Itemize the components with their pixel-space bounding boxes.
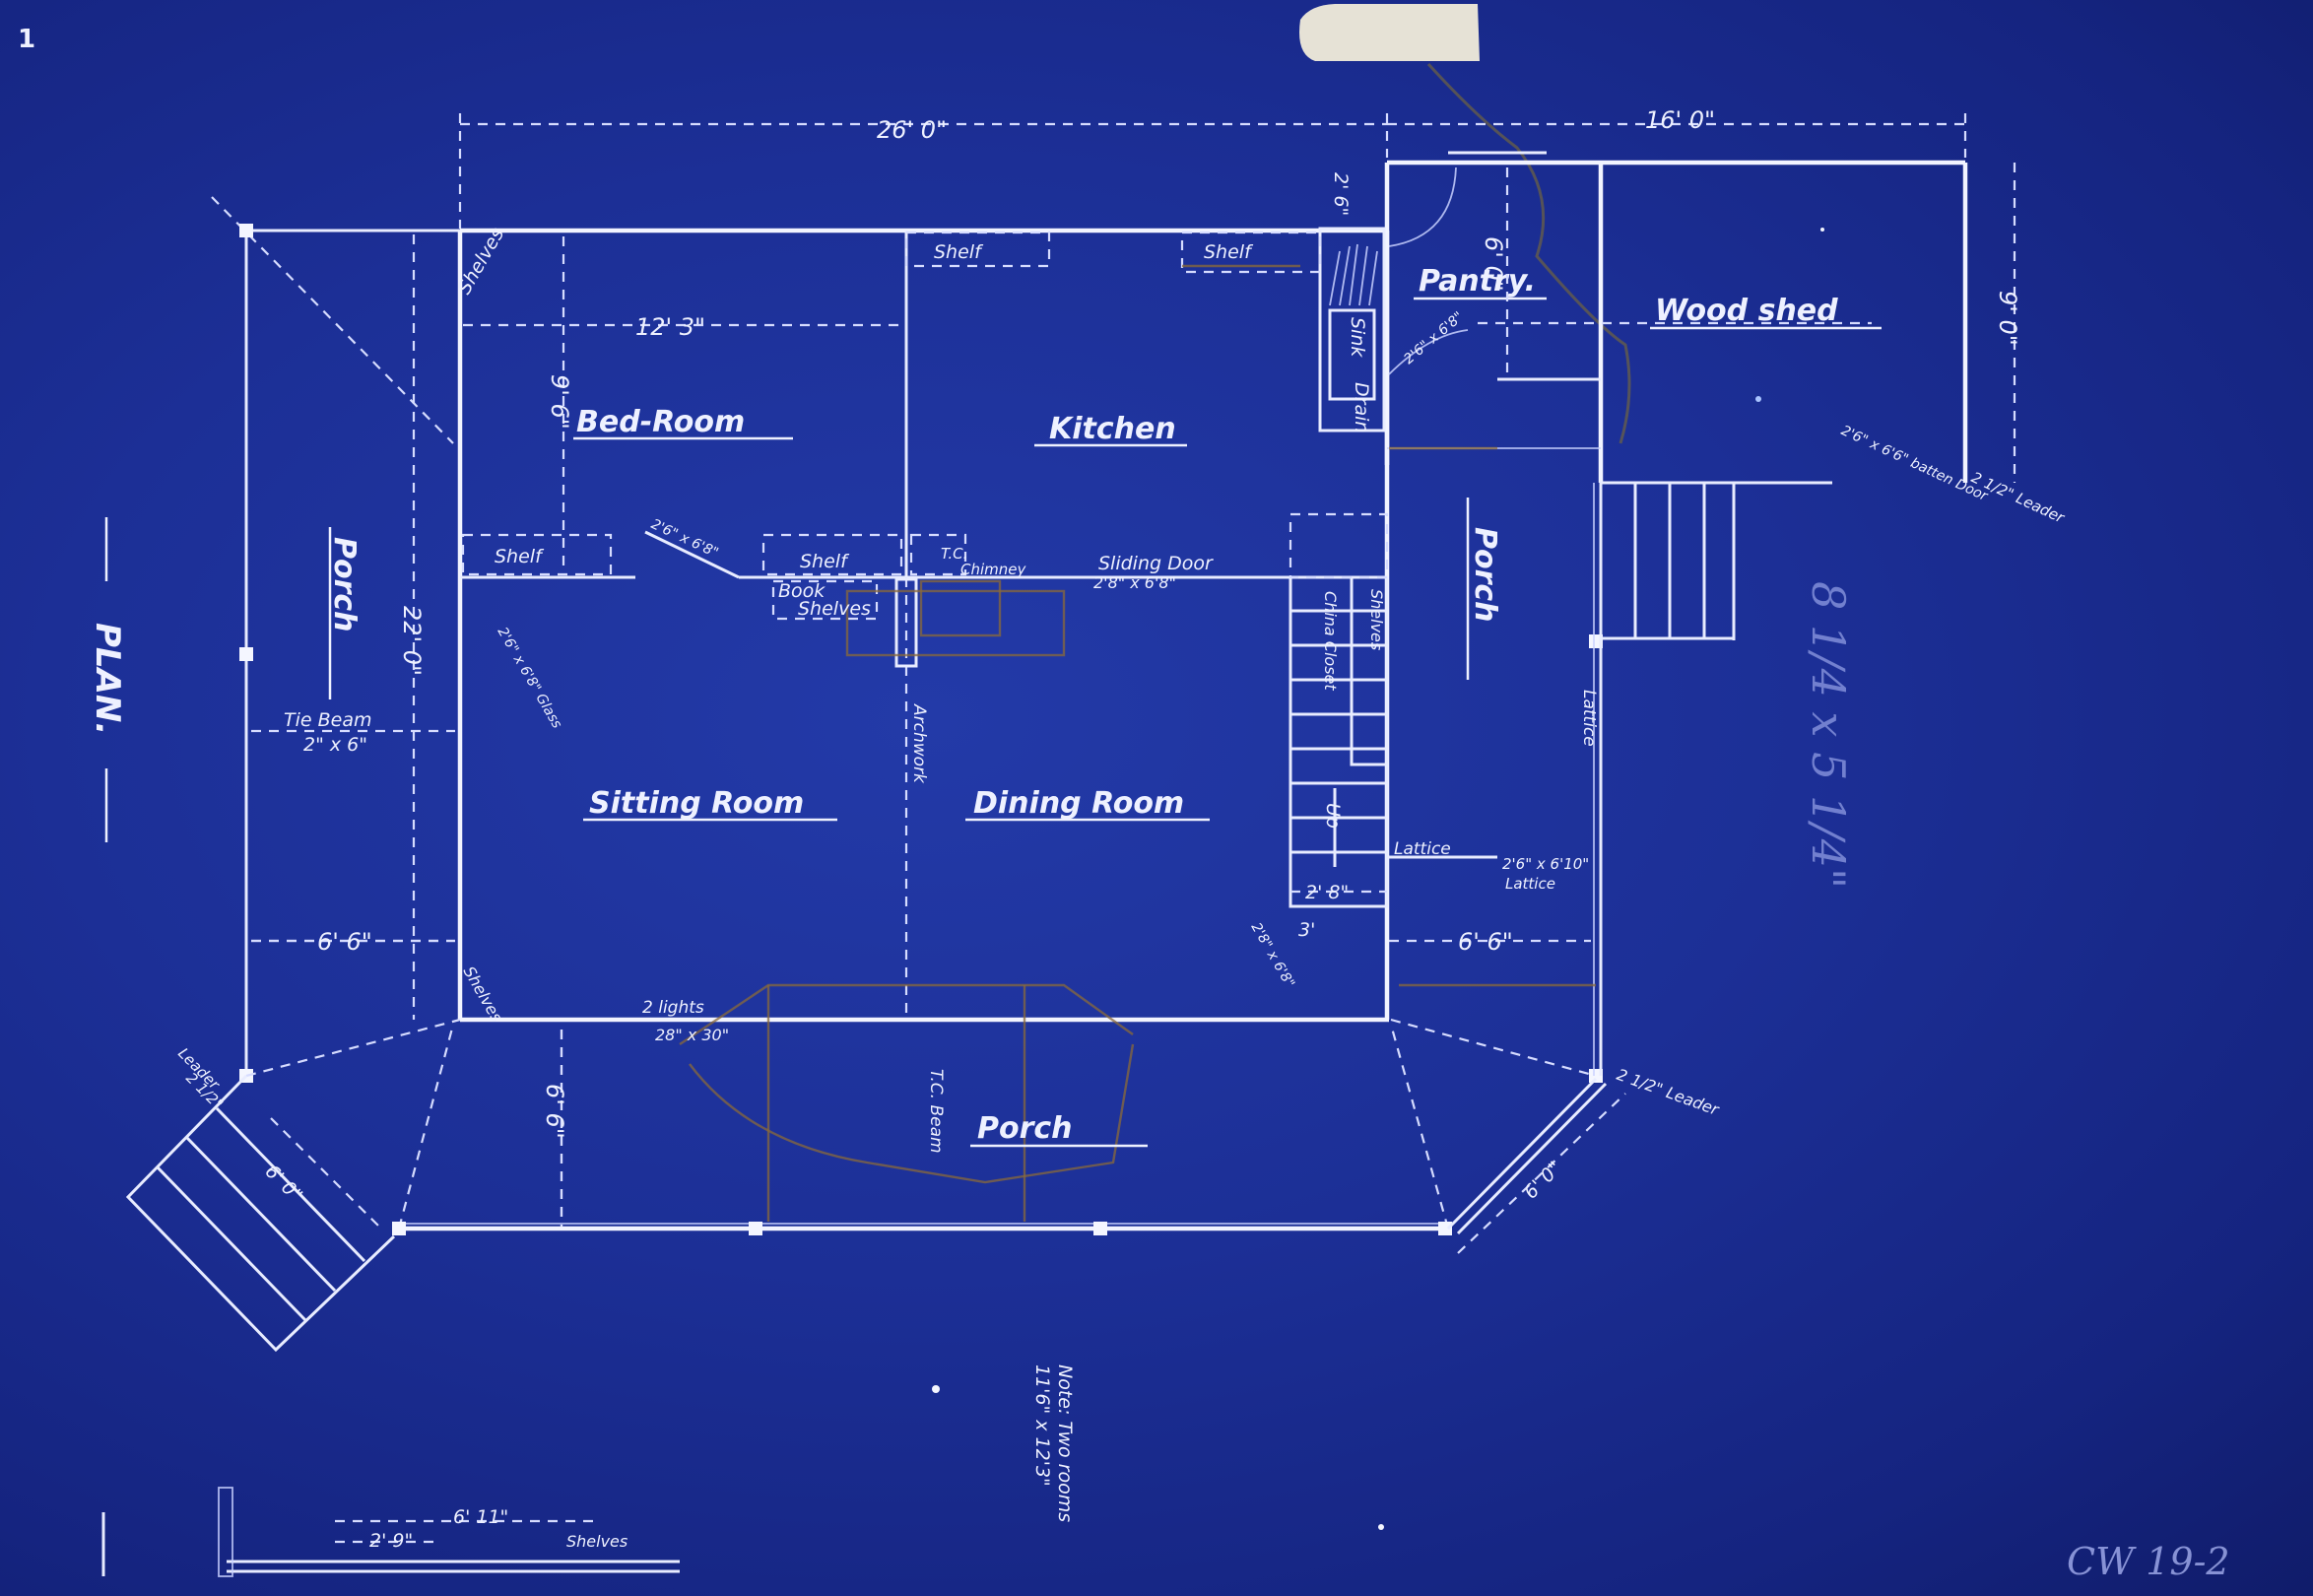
dim-bed-width: 12' 3" [635,313,705,341]
dim-shed-depth: 9' 0" [1994,291,2021,346]
dim-overall-right: 16' 0" [1645,106,1715,134]
room-porch-left: Porch [327,537,362,632]
main-walls [457,228,1390,1023]
label-book: Book [778,580,826,602]
bottom-partial-drawing: 6' 11" 2' 9" Shelves [101,1487,680,1577]
paper-crack [1426,62,1631,444]
label-shelf-mid: Shelf [800,551,850,572]
paper-speck [932,1385,940,1393]
right-front-steps [1446,1077,1626,1254]
left-steps [125,1074,396,1353]
room-dining-room: Dining Room [973,786,1184,821]
dim-bottom-2: 2' 9" [369,1530,413,1552]
dim-stair-3: 3' [1298,919,1315,941]
rear-steps [1599,481,1736,640]
label-shelves-china: Shelves [1367,589,1386,650]
drawing-note: Note: Two rooms 11'6" x 12'3" [1031,1364,1076,1522]
room-sitting-room: Sitting Room [589,786,804,821]
post-front-mid2 [1093,1222,1107,1235]
label-lattice-3: Lattice [1505,875,1555,893]
sink-fixture [1318,227,1386,432]
label-china-closet: China Closet [1321,591,1340,691]
dim-stair-width: 2' 8" [1305,882,1349,903]
dim-front-porch-depth: 6' 6" [541,1084,568,1139]
room-kitchen: Kitchen [1049,412,1176,446]
label-two-lights: 2 lights [642,998,704,1018]
dim-porch-width-right: 6' 6" [1458,928,1513,956]
label-glass-left: 2'6" x 6'8" Glass [495,625,565,731]
label-shelf-bed: Shelf [495,546,545,567]
post-left-mid [239,647,253,661]
dim-top-step: 2' 6" [1330,172,1352,216]
post-left-top [239,224,253,237]
up-label: Up [1322,803,1344,829]
label-tie-beam-size: 2" x 6" [303,734,367,756]
dim-overall-left: 26' 0" [877,116,947,144]
label-lattice-2: Lattice [1579,690,1599,747]
room-porch-front: Porch [977,1111,1073,1146]
overall-dimensions [458,113,1967,229]
chimney-and-pencil-marks [679,264,1596,1222]
bottom-shelves-label: Shelves [566,1532,628,1551]
paper-speck [1820,228,1824,232]
label-shelf-kitchen: Shelf [934,241,984,263]
label-shelves-bottom: Shelves [460,964,507,1026]
note-line-1: Note: Two rooms [1054,1364,1076,1522]
label-lattice-1: Lattice [1394,839,1451,859]
label-tie-beam: Tie Beam [284,709,372,731]
dim-bottom-1: 6' 11" [453,1506,508,1528]
torn-paper-patch [1299,4,1480,61]
catalog-mark: CW 19-2 [2067,1540,2230,1583]
sheet-number: 1 [18,25,35,54]
dim-porch-depth-left: 22' 0" [398,606,426,676]
drain-label: Drain [1351,382,1372,432]
label-shelf-right: Shelf [1204,241,1254,263]
dim-porch-width-left: 6' 6" [317,928,372,956]
dim-pantry-depth: 6' 0" [1480,236,1507,292]
front-porch-outline [245,1018,1597,1231]
post-front-left [392,1222,406,1235]
room-pantry: Pantry. [1419,264,1536,299]
sink-label: Sink [1347,317,1368,358]
post-front-right [1438,1222,1452,1235]
room-wood-shed: Wood shed [1655,294,1838,328]
plan-title-text: PLAN. [88,623,127,735]
builtin-shelves [461,231,1322,621]
paper-speck [1378,1524,1384,1530]
label-archwork: Archwork [909,703,929,784]
label-shelves: Shelves [798,598,871,620]
post-front-mid1 [749,1222,762,1235]
label-two-lights-size: 28" x 30" [655,1026,729,1044]
label-door-pantry: 2'6" x 6'8" [1401,309,1467,367]
dim-steps-left: 6' 0" [260,1161,306,1207]
label-leader-right: 2 1/2" Leader [1615,1065,1723,1119]
label-sliding-door-size: 2'8" x 6'8" [1093,573,1176,592]
label-sliding-door: Sliding Door [1098,553,1214,574]
room-labels: Bed-Room Kitchen Pantry. Wood shed Sitti… [327,264,1882,1148]
room-porch-right: Porch [1468,527,1502,623]
label-chimney: Chimney [960,561,1026,578]
staircase [1289,512,1389,908]
label-door-side: 2'6" x 6'10" [1502,855,1589,873]
plan-title: PLAN. [88,517,127,842]
door-swings [1388,166,1469,375]
label-tc-beam: T.C. Beam [926,1069,946,1154]
note-line-2: 11'6" x 12'3" [1031,1364,1053,1487]
label-batten-door: 2'6" x 6'6" batten Door [1838,423,1991,504]
label-door-front: 2'8" x 6'8" [1248,920,1298,991]
paper-speck [1755,396,1761,402]
dim-bed-depth: 9' 6" [546,374,573,430]
pencil-size-note: 8 1/4 x 5 1/4" [1802,581,1855,889]
room-bed-room: Bed-Room [576,405,745,439]
label-chimney-tc: T.C. [941,545,967,563]
